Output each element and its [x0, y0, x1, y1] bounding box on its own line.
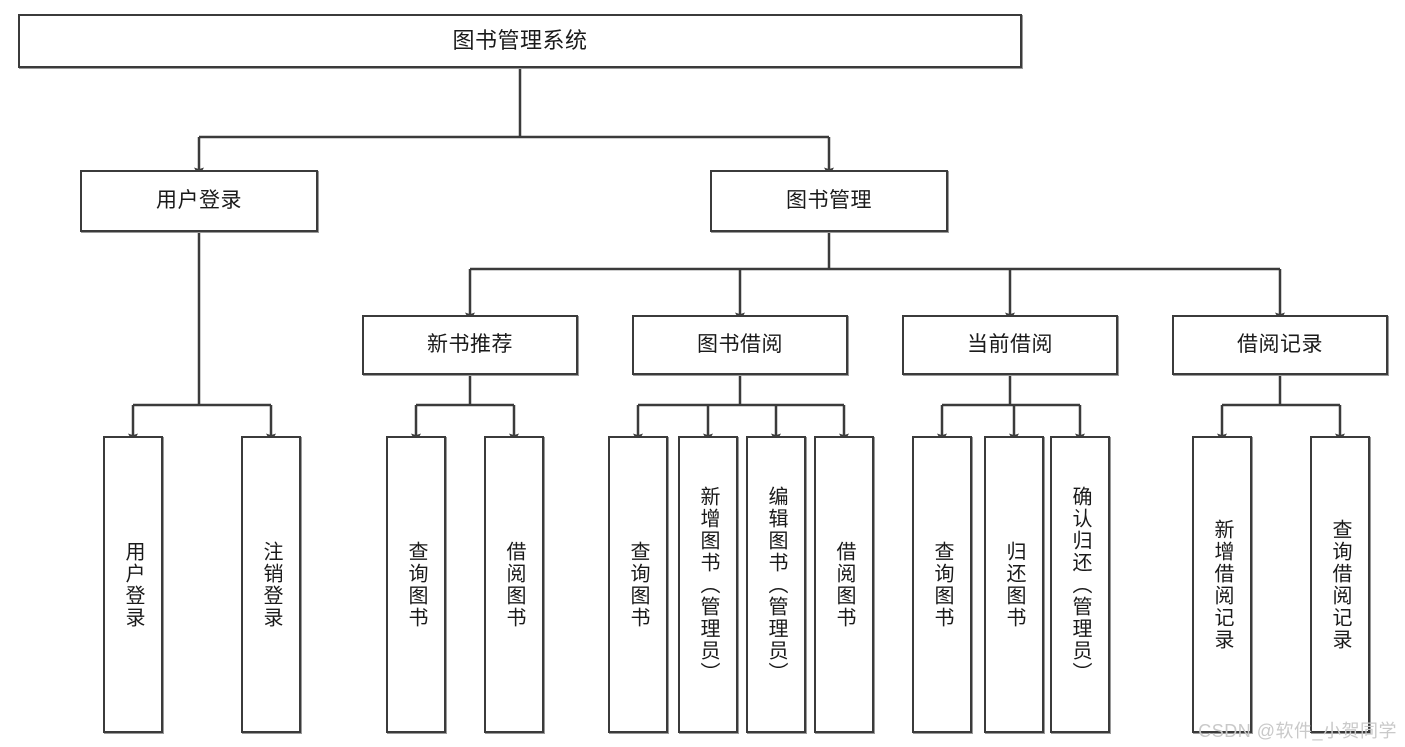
node-leaf-borrow-4[interactable]: 借阅图书	[814, 436, 874, 733]
watermark: CSDN @软件_小贺同学	[1198, 721, 1397, 741]
node-root[interactable]: 图书管理系统	[18, 14, 1022, 68]
node-current[interactable]: 当前借阅	[902, 315, 1118, 375]
node-label: 查询图书	[931, 540, 953, 629]
node-leaf-borrow-1[interactable]: 查询图书	[608, 436, 668, 733]
node-label: 用户登录	[156, 188, 242, 212]
node-leaf-borrow-3[interactable]: 编辑图书（管理员）	[746, 436, 806, 733]
node-leaf-rec-2[interactable]: 查询借阅记录	[1310, 436, 1370, 733]
node-label: 编辑图书（管理员）	[765, 485, 787, 684]
node-records[interactable]: 借阅记录	[1172, 315, 1388, 375]
node-label: 图书管理系统	[452, 28, 588, 54]
node-label: 当前借阅	[967, 332, 1053, 356]
node-label: 用户登录	[122, 540, 144, 629]
node-label: 借阅图书	[503, 540, 525, 629]
node-leaf-login-1[interactable]: 用户登录	[103, 436, 163, 733]
node-leaf-borrow-2[interactable]: 新增图书（管理员）	[678, 436, 738, 733]
node-newrec[interactable]: 新书推荐	[362, 315, 578, 375]
node-label: 查询借阅记录	[1329, 518, 1351, 651]
node-label: 确认归还（管理员）	[1069, 485, 1091, 684]
node-label: 图书管理	[786, 188, 872, 212]
node-label: 借阅记录	[1237, 332, 1323, 356]
node-label: 查询图书	[405, 540, 427, 629]
node-leaf-login-2[interactable]: 注销登录	[241, 436, 301, 733]
node-label: 归还图书	[1003, 540, 1025, 629]
node-bookmgmt[interactable]: 图书管理	[710, 170, 948, 232]
node-leaf-rec-1[interactable]: 新增借阅记录	[1192, 436, 1252, 733]
node-label: 新书推荐	[427, 332, 513, 356]
connector-paths	[128, 68, 1345, 443]
node-label: 查询图书	[627, 540, 649, 629]
node-label: 注销登录	[260, 540, 282, 629]
node-label: 图书借阅	[697, 332, 783, 356]
node-leaf-new-2[interactable]: 借阅图书	[484, 436, 544, 733]
node-leaf-new-1[interactable]: 查询图书	[386, 436, 446, 733]
node-label: 新增借阅记录	[1211, 518, 1233, 651]
node-borrow[interactable]: 图书借阅	[632, 315, 848, 375]
node-leaf-cur-3[interactable]: 确认归还（管理员）	[1050, 436, 1110, 733]
node-label: 借阅图书	[833, 540, 855, 629]
node-login[interactable]: 用户登录	[80, 170, 318, 232]
node-leaf-cur-2[interactable]: 归还图书	[984, 436, 1044, 733]
node-label: 新增图书（管理员）	[697, 485, 719, 684]
node-leaf-cur-1[interactable]: 查询图书	[912, 436, 972, 733]
